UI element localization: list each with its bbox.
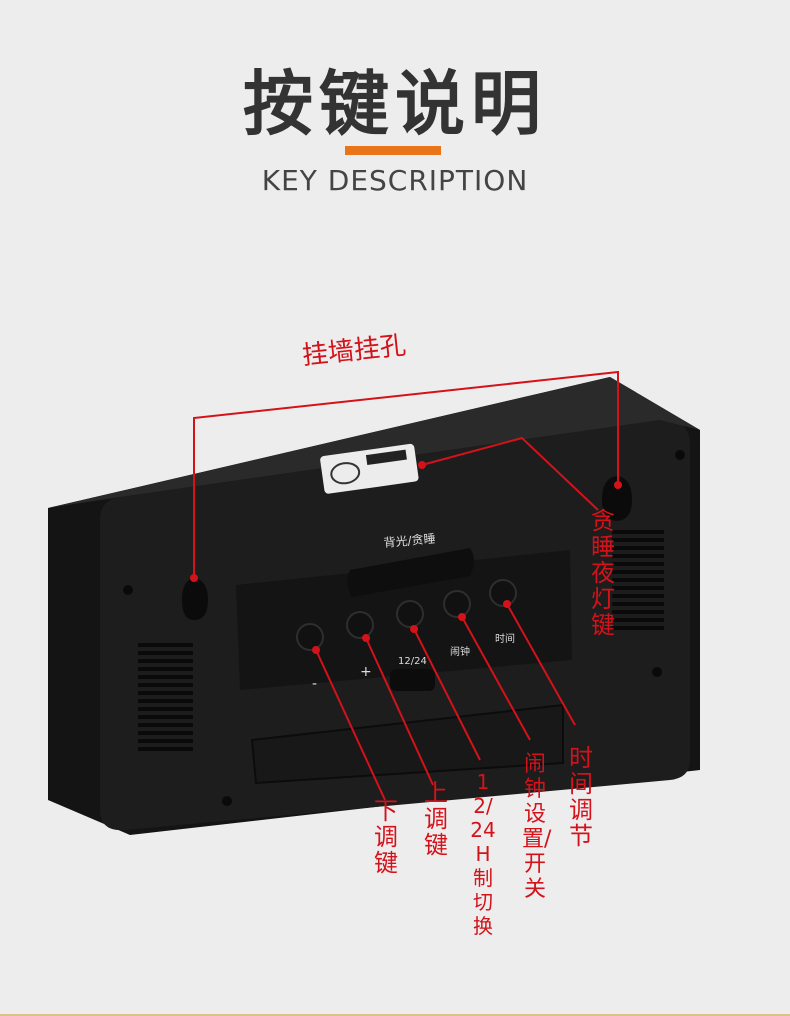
callout-time: 时间调节 <box>569 744 593 850</box>
callout-snooze-key: 贪睡夜灯键 <box>591 507 615 639</box>
device-label-time: 时间 <box>495 632 515 645</box>
device-label-top-key: 背光/贪睡 <box>383 531 436 550</box>
callout-dots <box>190 461 622 654</box>
snooze-line <box>421 436 599 511</box>
up-line <box>365 637 434 786</box>
page-title: 按键说明 <box>243 63 547 145</box>
screw <box>652 667 662 677</box>
callout-up-key: 上调键 <box>424 779 448 859</box>
screw <box>123 585 133 595</box>
callout-lines <box>193 370 619 801</box>
speaker-grille-right <box>612 530 664 630</box>
screw <box>222 796 232 806</box>
hang-hole-left <box>182 578 208 620</box>
alarm-button <box>443 590 471 618</box>
touch-sticker <box>320 443 419 494</box>
down-button <box>296 623 324 651</box>
device-label-plus: + <box>360 664 372 680</box>
callout-alarm: 闹钟设置/开关 <box>522 752 552 902</box>
screw <box>675 450 685 460</box>
device-label-1224: 12/24 <box>398 656 427 667</box>
device-label-minus: - <box>312 676 317 692</box>
title-accent-bar <box>345 146 441 155</box>
hour-mode-line <box>413 628 481 761</box>
clock-top-edge <box>48 377 700 508</box>
hang-hole-right <box>602 476 632 521</box>
hang-hole-bracket <box>193 370 619 578</box>
down-line <box>315 649 386 801</box>
time-line <box>506 603 576 726</box>
alarm-line <box>461 616 531 741</box>
snooze-bar-key <box>347 548 474 597</box>
battery-cover <box>250 703 564 785</box>
round-buttons <box>296 579 517 651</box>
callout-down-key: 下调键 <box>374 797 398 877</box>
hour-mode-button <box>396 600 424 628</box>
bottom-border <box>0 1014 790 1016</box>
callout-hour-mode: 12/24H制切换 <box>470 770 496 938</box>
page-subtitle: KEY DESCRIPTION <box>261 164 529 197</box>
time-button <box>489 579 517 607</box>
battery-latch <box>390 669 435 691</box>
speaker-grille-left <box>138 643 193 751</box>
device-label-alarm: 闹钟 <box>450 645 470 658</box>
up-button <box>346 611 374 639</box>
